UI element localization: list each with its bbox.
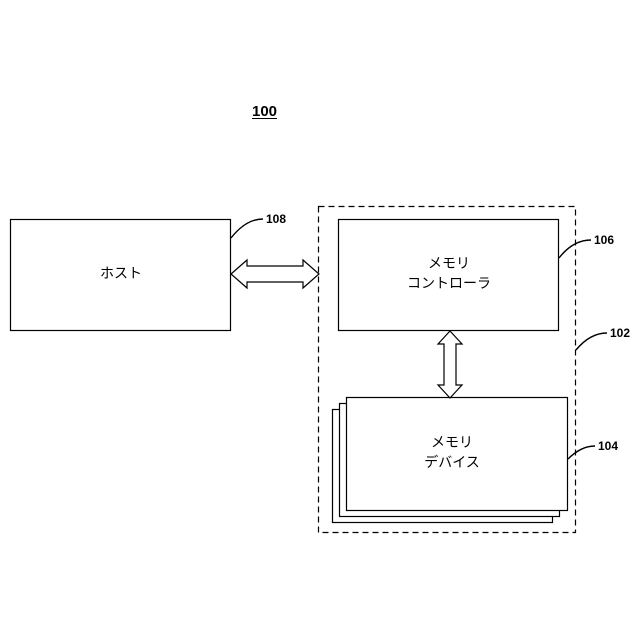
memory-device-ref-leader-line: [568, 446, 595, 459]
memory-devices-label-line1: メモリ: [424, 433, 480, 453]
memory-devices-label-line2: デバイス: [424, 453, 480, 473]
memory-controller-ref-number: 106: [594, 233, 614, 247]
host-ref-number: 108: [266, 212, 286, 226]
host-ref-leader-line: [231, 219, 263, 238]
host-memory-bidirectional-arrow: [231, 260, 319, 288]
memory-controller-label: メモリ コントローラ: [407, 254, 491, 294]
host-label: ホスト: [100, 264, 142, 284]
controller-device-bidirectional-arrow: [438, 331, 462, 398]
memory-controller-label-line1: メモリ: [407, 254, 491, 274]
memory-system-ref-number: 102: [610, 326, 630, 340]
memory-controller-label-line2: コントローラ: [407, 274, 491, 294]
memory-system-ref-leader-line: [576, 333, 607, 350]
memory-devices-label: メモリ デバイス: [424, 433, 480, 473]
figure-number: 100: [252, 103, 277, 120]
memory-devices-ref-number: 104: [598, 439, 618, 453]
